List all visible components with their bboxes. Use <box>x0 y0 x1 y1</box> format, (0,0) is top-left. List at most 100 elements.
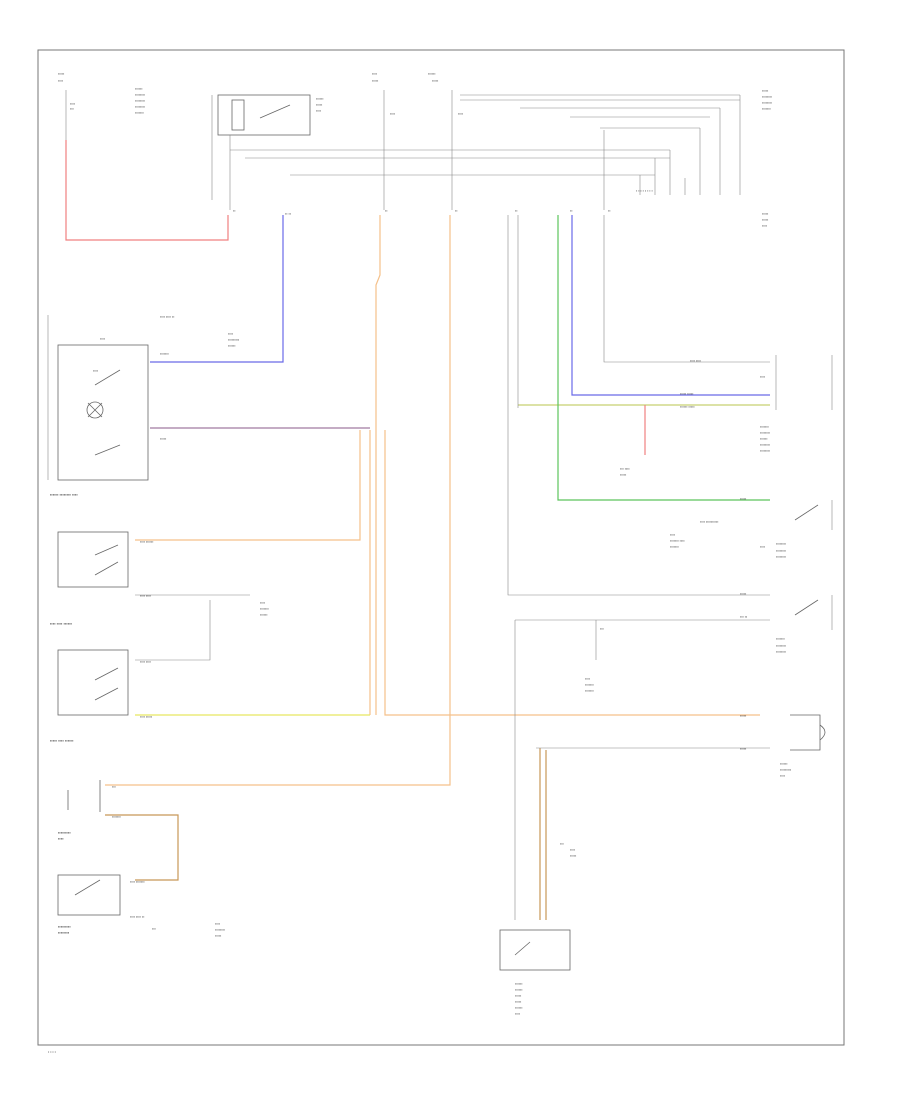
svg-text:▪▪▪▪▪▪▪▪: ▪▪▪▪▪▪▪▪ <box>135 93 145 97</box>
svg-text:▪▪▪: ▪▪▪ <box>152 927 156 931</box>
svg-text:▪▪▪▪▪: ▪▪▪▪▪ <box>316 103 322 107</box>
svg-text:▪▪▪▪: ▪▪▪▪ <box>515 1012 520 1016</box>
key-reminder-switch: ▪▪▪▪ ▪▪▪▪ ▪▪▪▪ ▪▪▪▪▪ ▪▪▪▪▪ ▪▪▪▪▪▪ ▪▪▪▪▪ … <box>620 355 833 477</box>
svg-text:▪▪▪▪: ▪▪▪▪ <box>760 545 765 549</box>
svg-text:▪▪▪▪▪▪: ▪▪▪▪▪▪ <box>515 988 522 992</box>
svg-text:▪▪▪▪▪▪: ▪▪▪▪▪▪ <box>760 437 767 441</box>
svg-text:▪▪▪▪: ▪▪▪▪ <box>762 224 767 228</box>
luggage-compartment-lamp: ▪▪▪▪▪ ▪▪▪▪▪ ▪▪▪▪▪▪ ▪▪▪▪▪▪▪▪▪ ▪▪▪▪ <box>740 714 826 778</box>
svg-text:▪▪▪▪▪▪▪▪: ▪▪▪▪▪▪▪▪ <box>776 549 786 553</box>
svg-text:▪▪▪▪▪▪: ▪▪▪▪▪▪ <box>135 87 142 91</box>
svg-text:▪▪▪▪▪▪▪▪: ▪▪▪▪▪▪▪▪ <box>776 542 786 546</box>
top-connectors: ▪▪▪▪▪ ▪▪▪▪ ▪▪▪▪ ▪▪▪ ▪▪▪▪▪▪ ▪▪▪▪▪▪▪▪ ▪▪▪▪… <box>58 72 772 228</box>
svg-text:▪▪▪▪: ▪▪▪▪ <box>390 112 395 116</box>
svg-text:▪▪▪▪▪▪: ▪▪▪▪▪▪ <box>780 762 787 766</box>
svg-text:▪▪▪▪▪▪: ▪▪▪▪▪▪ <box>515 982 522 986</box>
svg-text:▪▪▪▪: ▪▪▪▪ <box>570 848 575 852</box>
svg-text:▪▪: ▪▪ <box>233 209 235 213</box>
svg-text:▪▪▪▪▪▪▪▪▪: ▪▪▪▪▪▪▪▪▪ <box>780 768 791 772</box>
illumination-lamp: ▪▪▪ ▪▪▪▪▪▪▪ ▪▪▪▪▪▪▪▪▪ ▪▪▪▪ <box>58 780 121 841</box>
svg-text:▪▪▪▪: ▪▪▪▪ <box>70 102 75 106</box>
svg-text:▪▪▪▪▪: ▪▪▪▪▪ <box>515 1000 521 1004</box>
svg-text:▪▪▪▪: ▪▪▪▪ <box>760 375 765 379</box>
svg-text:▪▪▪▪▪▪▪▪: ▪▪▪▪▪▪▪▪ <box>215 928 225 932</box>
svg-text:▪▪: ▪▪ <box>608 209 610 213</box>
svg-text:▪▪▪: ▪▪▪ <box>600 627 604 631</box>
svg-text:▪▪▪▪▪▪▪: ▪▪▪▪▪▪▪ <box>260 607 269 611</box>
svg-text:▪▪▪: ▪▪▪ <box>112 785 116 789</box>
right-front-door-switch: ▪▪▪▪▪ ▪▪▪▪ ▪▪▪▪▪▪▪▪▪▪ ▪▪▪▪ ▪▪▪▪▪▪▪ ▪▪▪▪ … <box>670 497 833 559</box>
page-ref: • • • • <box>48 1050 57 1054</box>
svg-text:▪▪: ▪▪ <box>515 209 517 213</box>
svg-text:▪▪▪▪▪: ▪▪▪▪▪ <box>740 497 746 501</box>
svg-text:▪▪▪▪▪: ▪▪▪▪▪ <box>740 714 746 718</box>
svg-text:▪▪▪▪ ▪▪▪▪▪: ▪▪▪▪ ▪▪▪▪▪ <box>140 715 152 719</box>
svg-text:▪▪▪▪▪▪▪▪: ▪▪▪▪▪▪▪▪ <box>58 930 70 935</box>
svg-text:▪▪▪▪▪▪▪: ▪▪▪▪▪▪▪ <box>762 107 771 111</box>
svg-text:▪▪▪▪▪▪▪▪▪: ▪▪▪▪▪▪▪▪▪ <box>58 924 71 929</box>
right-door-switch: ▪▪▪▪ ▪▪▪▪ ▪▪▪▪ ▪▪▪▪▪ ▪▪▪▪▪ ▪▪▪▪ ▪▪▪▪▪▪ <box>50 649 152 743</box>
svg-text:▪▪▪▪▪: ▪▪▪▪▪ <box>58 72 64 76</box>
svg-text:▪▪▪▪▪▪▪: ▪▪▪▪▪▪▪ <box>585 683 594 687</box>
svg-text:▪▪▪▪▪▪▪: ▪▪▪▪▪▪▪ <box>135 111 144 115</box>
svg-text:▪▪▪▪▪▪: ▪▪▪▪▪▪ <box>228 344 235 348</box>
svg-text:▪▪▪▪: ▪▪▪▪ <box>228 332 233 336</box>
svg-text:▪▪▪▪▪: ▪▪▪▪▪ <box>762 212 768 216</box>
svg-text:▪▪▪▪▪▪: ▪▪▪▪▪▪ <box>515 1006 522 1010</box>
svg-text:▪▪▪▪ ▪▪▪▪: ▪▪▪▪ ▪▪▪▪ <box>690 359 701 363</box>
front-interior-lamp: ▪▪▪▪ ▪▪▪▪ ▪▪▪▪ ▪▪▪▪ ▪▪ ▪▪▪▪▪▪▪ ▪▪▪▪▪ ▪▪▪… <box>47 315 239 497</box>
svg-text:▪▪▪▪: ▪▪▪▪ <box>780 774 785 778</box>
svg-text:▪▪▪▪▪: ▪▪▪▪▪ <box>515 994 521 998</box>
svg-text:▪▪▪▪▪▪: ▪▪▪▪▪▪ <box>316 97 323 101</box>
svg-text:▪▪▪▪▪▪▪▪: ▪▪▪▪▪▪▪▪ <box>760 443 770 447</box>
svg-text:▪▪▪▪ ▪▪▪▪ ▪▪: ▪▪▪▪ ▪▪▪▪ ▪▪ <box>130 915 144 919</box>
wires <box>65 140 770 920</box>
svg-text:▪▪▪▪▪ ▪▪▪▪ ▪▪▪▪▪▪: ▪▪▪▪▪ ▪▪▪▪ ▪▪▪▪▪▪ <box>50 738 74 743</box>
svg-text:▪▪▪▪▪: ▪▪▪▪▪ <box>215 934 221 938</box>
illumination-switch: ▪▪▪▪ ▪▪▪▪▪▪▪ ▪▪▪▪ ▪▪▪▪ ▪▪ ▪▪▪ ▪▪▪▪ ▪▪▪▪▪… <box>57 874 225 938</box>
svg-text:▪▪▪▪: ▪▪▪▪ <box>58 836 64 841</box>
svg-text:▪▪▪▪▪: ▪▪▪▪▪ <box>762 218 768 222</box>
svg-text:▪▪▪ ▪▪▪▪: ▪▪▪ ▪▪▪▪ <box>620 467 630 471</box>
svg-text:▪▪▪▪▪▪▪▪: ▪▪▪▪▪▪▪▪ <box>760 431 770 435</box>
svg-text:▪▪▪▪▪: ▪▪▪▪▪ <box>570 854 576 858</box>
svg-text:▪▪▪▪▪: ▪▪▪▪▪ <box>740 592 746 596</box>
svg-text:▪ ▪ ▪ ▪ ▪ ▪ ▪ ▪: ▪ ▪ ▪ ▪ ▪ ▪ ▪ ▪ <box>636 189 653 193</box>
svg-text:▪▪▪▪▪▪▪▪: ▪▪▪▪▪▪▪▪ <box>776 650 786 654</box>
svg-text:▪▪▪▪: ▪▪▪▪ <box>100 337 105 341</box>
svg-text:▪▪▪▪▪▪▪▪: ▪▪▪▪▪▪▪▪ <box>762 101 772 105</box>
svg-text:▪▪▪▪: ▪▪▪▪ <box>93 369 98 373</box>
svg-text:▪▪▪ ▪▪: ▪▪▪ ▪▪ <box>740 615 747 619</box>
svg-text:▪▪▪▪: ▪▪▪▪ <box>372 72 377 76</box>
svg-text:▪▪▪▪ ▪▪▪▪▪▪▪: ▪▪▪▪ ▪▪▪▪▪▪▪ <box>130 880 145 884</box>
svg-text:▪▪: ▪▪ <box>455 209 457 213</box>
svg-text:▪▪▪▪▪▪▪▪: ▪▪▪▪▪▪▪▪ <box>760 449 770 453</box>
svg-text:▪▪▪▪: ▪▪▪▪ <box>215 922 220 926</box>
svg-text:▪▪▪▪▪▪▪ ▪▪▪▪: ▪▪▪▪▪▪▪ ▪▪▪▪ <box>670 539 685 543</box>
svg-text:▪▪▪▪▪▪ ▪▪▪▪▪: ▪▪▪▪▪▪ ▪▪▪▪▪ <box>680 405 695 409</box>
svg-text:▪▪▪▪ ▪▪▪▪ ▪▪▪▪▪▪: ▪▪▪▪ ▪▪▪▪ ▪▪▪▪▪▪ <box>50 621 73 626</box>
svg-text:▪▪▪▪▪▪▪▪: ▪▪▪▪▪▪▪▪ <box>762 95 772 99</box>
svg-text:▪▪: ▪▪ <box>385 209 387 213</box>
svg-text:▪▪▪: ▪▪▪ <box>70 107 74 111</box>
svg-text:▪▪▪▪▪▪: ▪▪▪▪▪▪ <box>260 613 267 617</box>
svg-text:▪▪▪▪ ▪▪▪▪: ▪▪▪▪ ▪▪▪▪ <box>140 660 151 664</box>
diagram-frame <box>37 49 845 1046</box>
svg-text:▪▪▪▪▪▪ ▪▪▪▪▪▪▪▪ ▪▪▪▪: ▪▪▪▪▪▪ ▪▪▪▪▪▪▪▪ ▪▪▪▪ <box>50 492 78 497</box>
svg-text:▪▪▪▪ ▪▪▪▪ ▪▪: ▪▪▪▪ ▪▪▪▪ ▪▪ <box>160 315 174 319</box>
svg-text:▪▪▪▪ ▪▪▪▪▪▪: ▪▪▪▪ ▪▪▪▪▪▪ <box>140 540 153 544</box>
svg-text:▪▪ ▪▪: ▪▪ ▪▪ <box>285 212 291 216</box>
svg-text:▪▪▪▪ ▪▪▪▪▪▪▪▪▪▪: ▪▪▪▪ ▪▪▪▪▪▪▪▪▪▪ <box>700 520 718 524</box>
svg-text:▪▪▪▪▪ ▪▪▪▪▪: ▪▪▪▪▪ ▪▪▪▪▪ <box>680 392 693 396</box>
svg-text:▪▪▪▪▪: ▪▪▪▪▪ <box>372 79 378 83</box>
svg-text:▪▪▪▪▪▪▪: ▪▪▪▪▪▪▪ <box>776 637 785 641</box>
svg-text:▪▪▪▪▪▪▪▪: ▪▪▪▪▪▪▪▪ <box>135 105 145 109</box>
svg-text:▪▪▪▪▪▪▪▪: ▪▪▪▪▪▪▪▪ <box>776 644 786 648</box>
svg-text:▪▪▪▪▪▪▪: ▪▪▪▪▪▪▪ <box>670 545 679 549</box>
svg-text:▪▪▪▪▪▪▪: ▪▪▪▪▪▪▪ <box>112 815 121 819</box>
svg-text:▪▪▪▪▪▪▪▪▪: ▪▪▪▪▪▪▪▪▪ <box>228 338 239 342</box>
svg-text:▪▪▪: ▪▪▪ <box>560 842 564 846</box>
svg-text:▪▪▪▪: ▪▪▪▪ <box>585 677 590 681</box>
svg-text:▪▪▪▪▪: ▪▪▪▪▪ <box>160 437 166 441</box>
